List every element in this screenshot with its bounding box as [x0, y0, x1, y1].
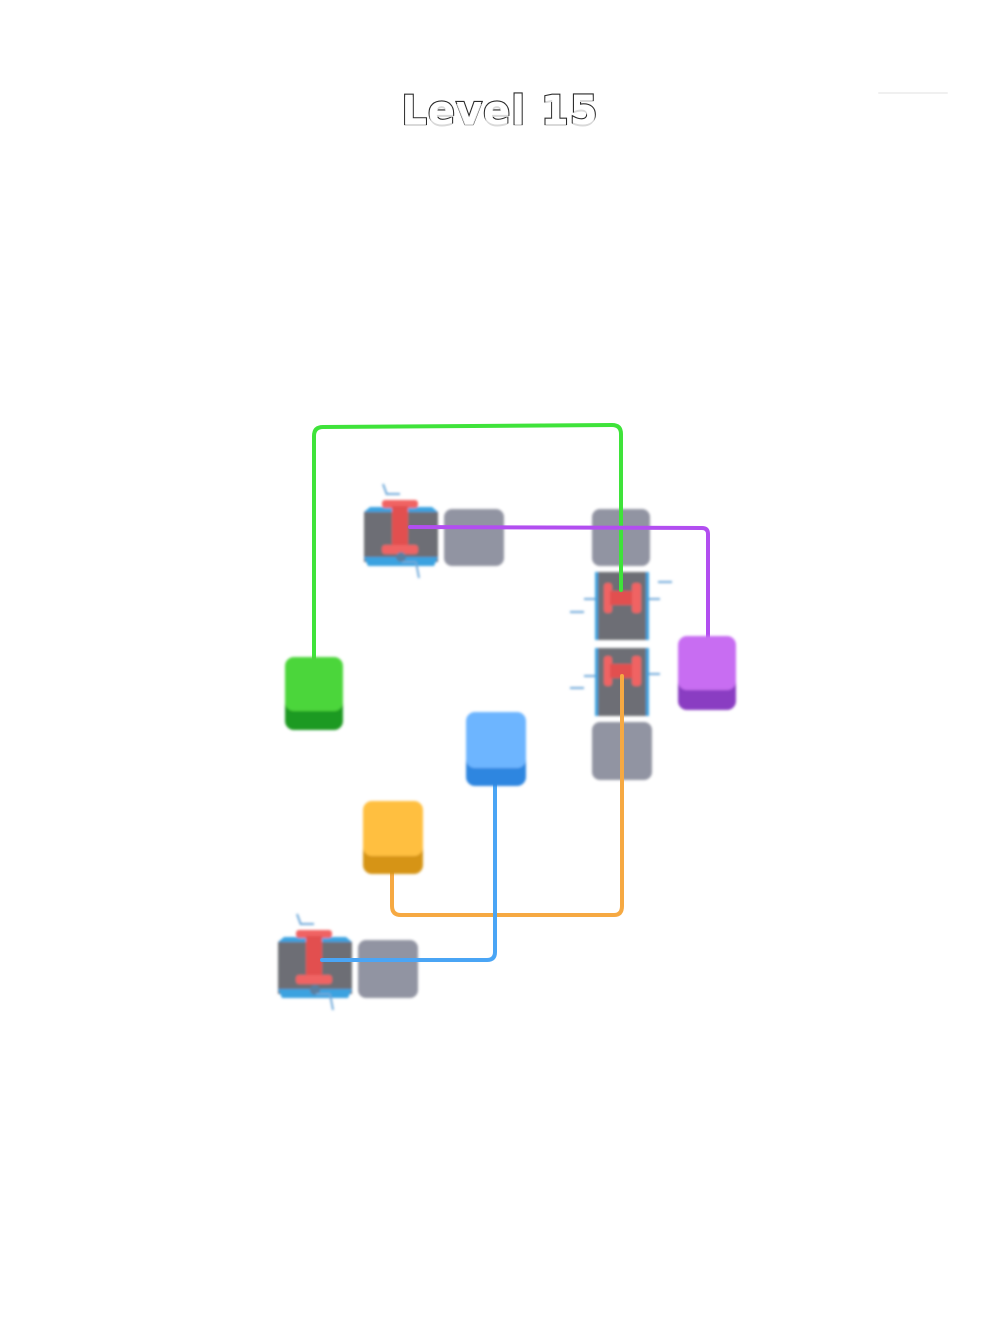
spool-right-upper[interactable]	[570, 572, 672, 640]
empty-slot[interactable]	[358, 940, 418, 998]
spool-top-left[interactable]	[364, 483, 438, 579]
level-title: Level 15	[400, 87, 599, 135]
spool-right-lower[interactable]	[570, 648, 660, 716]
green-wire	[312, 423, 623, 662]
purple-wire	[408, 525, 710, 642]
plug-green[interactable]	[285, 657, 343, 730]
plug-blue[interactable]	[466, 712, 526, 786]
plug-purple[interactable]	[678, 636, 736, 710]
blue-wire	[320, 778, 497, 962]
spool-bottom-left[interactable]	[278, 913, 352, 1011]
orange-wire	[390, 674, 624, 917]
top-right-indicator	[878, 92, 948, 94]
empty-slot[interactable]	[444, 509, 504, 566]
plug-orange[interactable]	[363, 801, 423, 874]
wires	[312, 423, 710, 962]
